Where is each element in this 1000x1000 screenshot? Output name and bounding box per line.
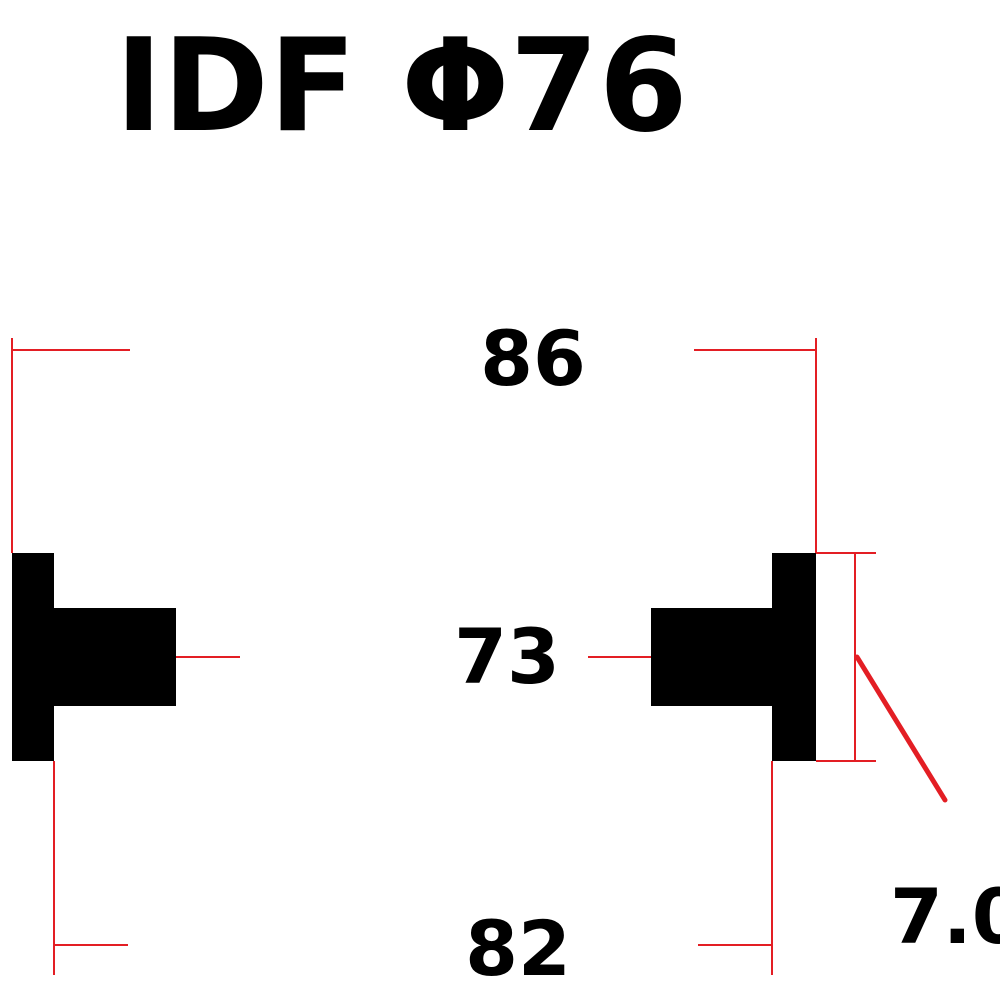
left-tube-stub [54, 608, 176, 706]
left-flange [12, 553, 54, 761]
dimension-tube-diameter-label: 73 [454, 612, 560, 701]
dimension-outer-flange-label: 86 [480, 314, 586, 403]
right-ferrule-section [651, 553, 816, 761]
right-flange [772, 553, 816, 761]
dimension-flange-thickness: 7.0 [816, 552, 1000, 961]
dimension-inner-flange-label: 82 [465, 904, 571, 993]
dimension-inner-flange: 82 [53, 761, 773, 993]
dimension-tube-diameter: 73 [176, 612, 651, 701]
left-ferrule-section [12, 553, 176, 761]
diagram-title: IDF Φ76 [115, 12, 688, 161]
dimension-flange-thickness-label: 7.0 [890, 872, 1000, 961]
right-tube-stub [651, 608, 772, 706]
dimension-outer-flange: 86 [11, 314, 817, 553]
